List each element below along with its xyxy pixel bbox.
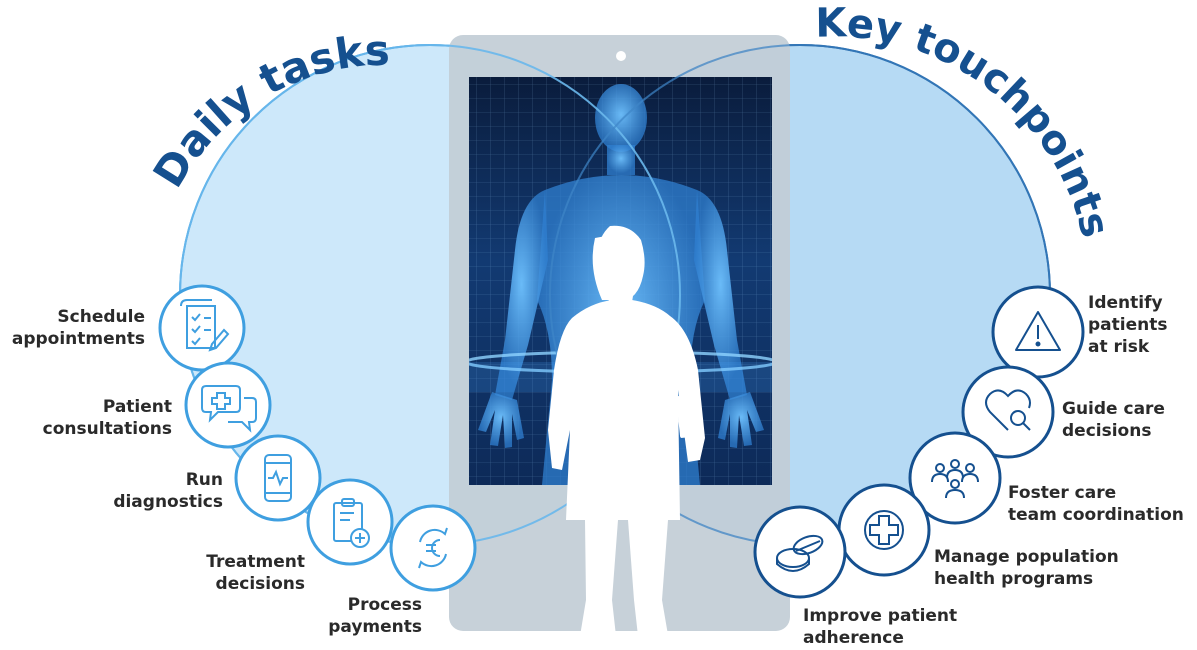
doctor-silhouette bbox=[548, 225, 705, 636]
warning-icon bbox=[1015, 311, 1061, 351]
daily-task-badge-3[interactable] bbox=[234, 434, 322, 522]
chat-cross-icon bbox=[201, 385, 257, 433]
touchpoint-badge-3[interactable] bbox=[908, 431, 1002, 525]
touchpoint-badge-4[interactable] bbox=[837, 483, 931, 577]
pills-icon bbox=[776, 534, 824, 572]
phone-pulse-icon bbox=[264, 454, 292, 502]
checklist-icon bbox=[180, 299, 230, 352]
touchpoint-badge-2[interactable] bbox=[961, 365, 1055, 459]
heart-search-icon bbox=[985, 389, 1031, 431]
daily-task-badge-4[interactable] bbox=[306, 478, 394, 566]
clipboard-plus-icon bbox=[333, 498, 370, 548]
daily-task-badge-2[interactable] bbox=[184, 361, 272, 449]
daily-task-badge-1[interactable] bbox=[158, 284, 246, 372]
medical-cross-icon bbox=[864, 510, 904, 550]
daily-task-badge-5[interactable] bbox=[389, 504, 477, 592]
tablet-camera bbox=[616, 51, 626, 61]
euro-cycle-icon bbox=[418, 527, 448, 569]
team-icon bbox=[931, 459, 979, 499]
touchpoint-badge-1[interactable] bbox=[991, 285, 1085, 379]
touchpoint-badge-5[interactable] bbox=[753, 505, 847, 599]
